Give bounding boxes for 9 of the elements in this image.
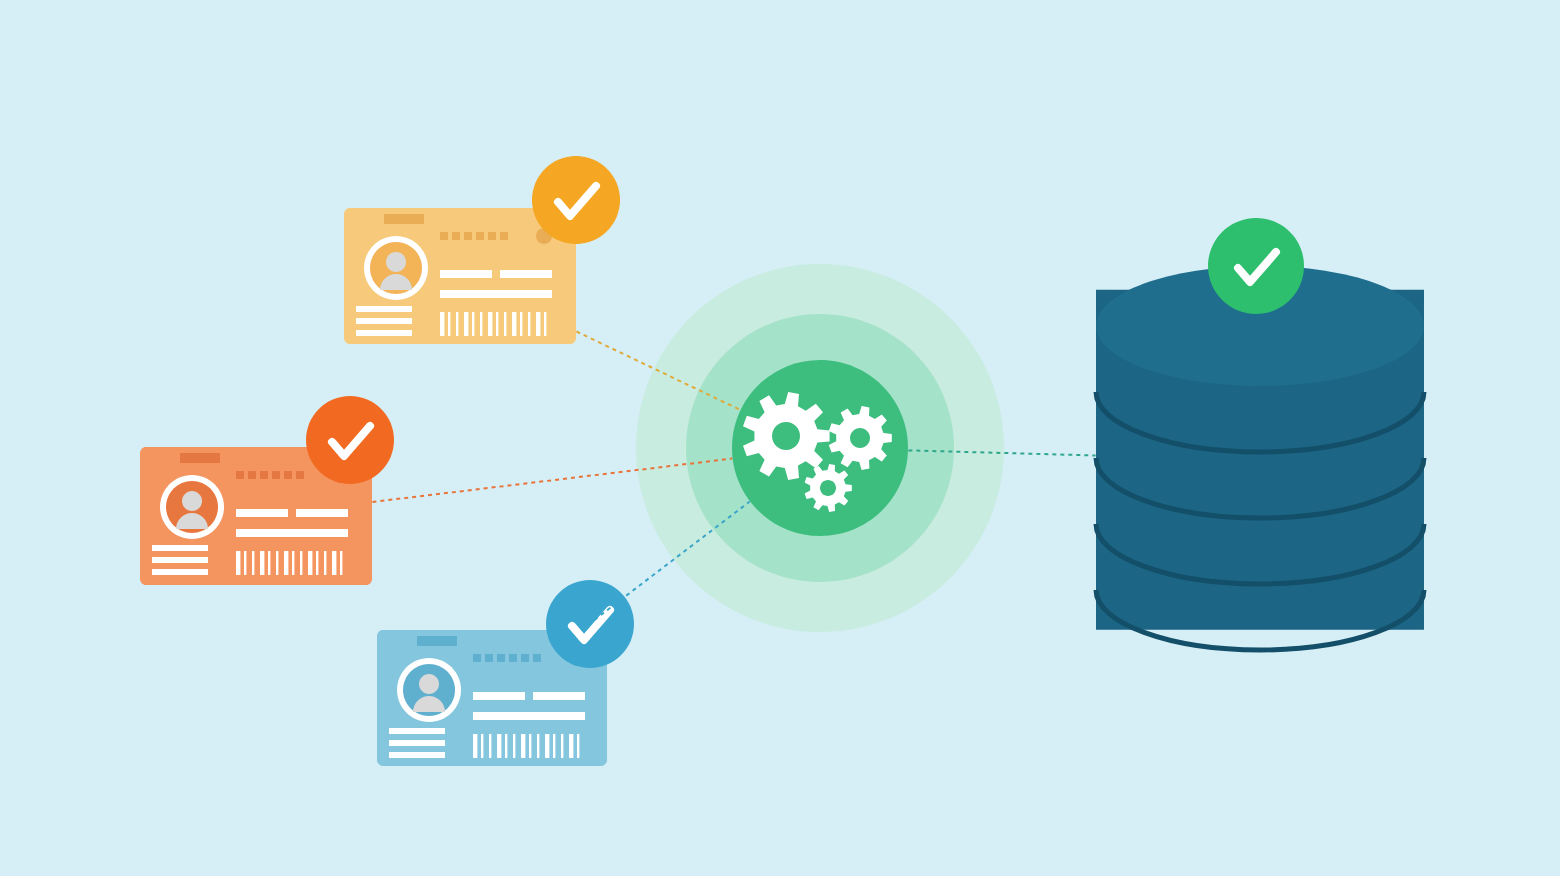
- gears-drawing: [636, 264, 1004, 632]
- database-drawing: [1093, 218, 1427, 653]
- connector-line: [371, 457, 734, 503]
- id-card-drawing: [344, 156, 620, 344]
- id-card-drawing: [140, 396, 394, 585]
- connector-line: [575, 330, 742, 411]
- connector-line: [907, 449, 1097, 457]
- connector-line: [580, 500, 751, 631]
- id-card-drawing: [377, 579, 634, 766]
